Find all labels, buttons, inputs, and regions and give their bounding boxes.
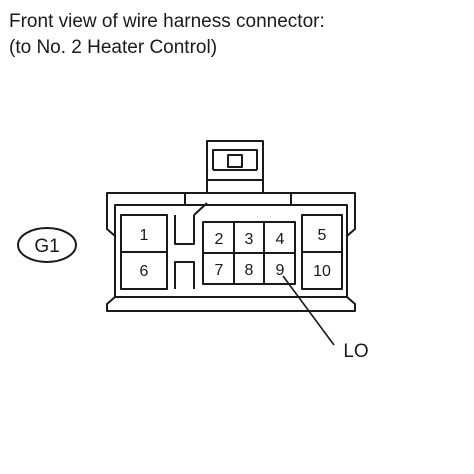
pin-4-label: 4 (276, 231, 285, 248)
pin-6-label: 6 (140, 263, 149, 280)
lock-tab (206, 140, 264, 193)
key-slots (174, 202, 208, 289)
cavity-block-right (301, 214, 343, 290)
cavity-block-center (202, 221, 296, 285)
pin-1-label: 1 (140, 227, 149, 244)
pin-2-label: 2 (215, 231, 224, 248)
pin-7-label: 7 (215, 262, 224, 279)
callout-leader-line (282, 275, 335, 346)
pin-8-label: 8 (245, 262, 254, 279)
caption-line-2: (to No. 2 Heater Control) (9, 37, 218, 58)
diagram-caption: Front view of wire harness connector: (t… (9, 9, 325, 61)
pin-10-label: 10 (313, 263, 331, 280)
connector-id-oval (17, 227, 77, 263)
connector-housing (106, 192, 356, 312)
connector-id-label: G1 (34, 236, 59, 257)
callout-label-lo: LO (343, 341, 368, 362)
caption-line-1: Front view of wire harness connector: (9, 11, 325, 32)
pin-9-label: 9 (276, 262, 285, 279)
cavity-block-left (120, 214, 168, 290)
pin-3-label: 3 (245, 231, 254, 248)
pin-5-label: 5 (318, 227, 327, 244)
